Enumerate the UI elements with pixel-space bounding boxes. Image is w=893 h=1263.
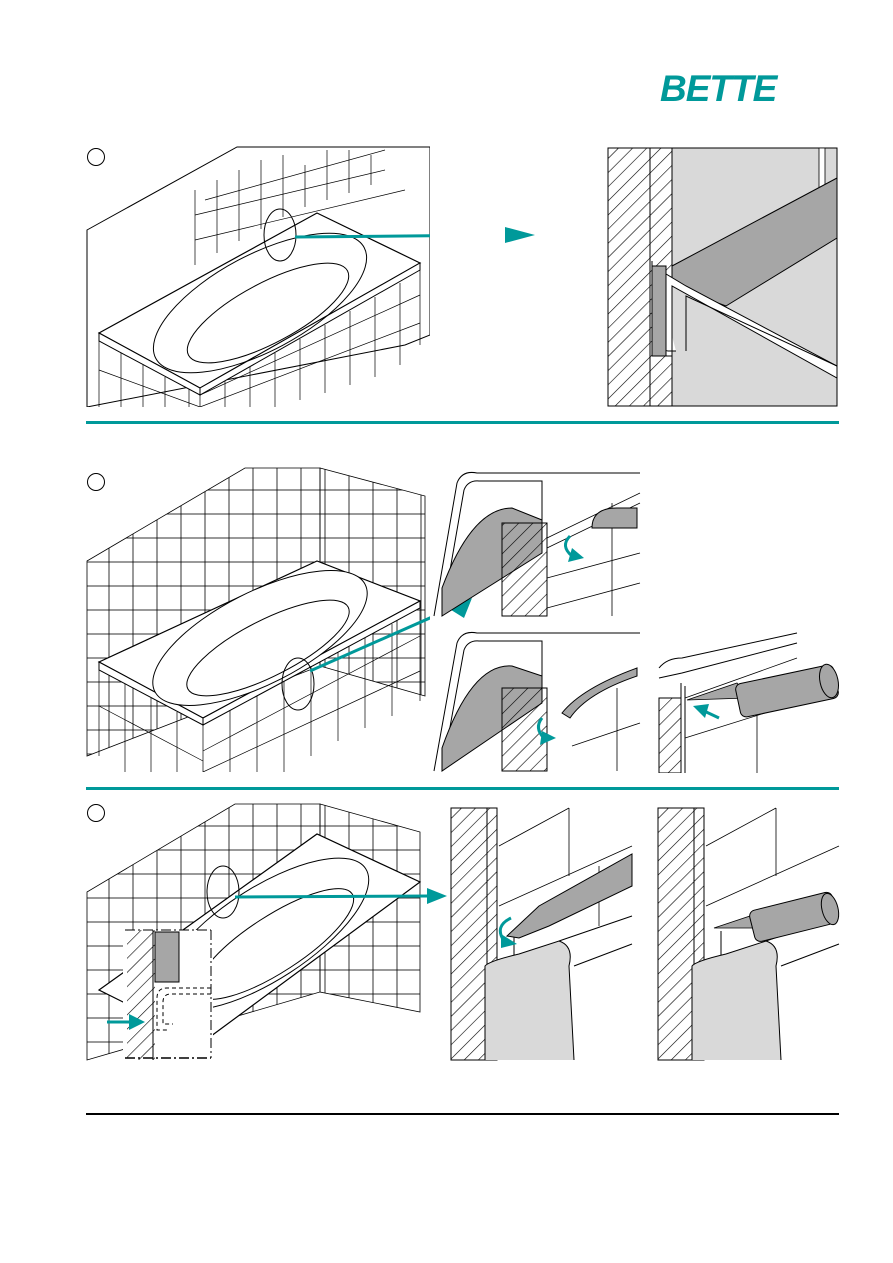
sealing-tape-folded — [432, 628, 642, 773]
sealant-gun-icon — [714, 891, 841, 943]
footer-divider — [86, 1113, 839, 1115]
bette-logo: BETTE — [660, 70, 838, 108]
sealing-tape-applied — [432, 468, 642, 618]
wall-joint-detail-section — [606, 146, 839, 408]
bathtub-overview-tiled-walls — [85, 466, 430, 772]
sealant-gun-icon — [687, 663, 841, 719]
bathtub-overview-with-section-inset — [85, 802, 445, 1062]
bathtub-overview-step1 — [85, 145, 430, 407]
arrow-right-icon — [505, 225, 535, 245]
sealant-gun-applied — [657, 628, 842, 773]
wall-sealant-gun-applied — [656, 806, 841, 1062]
arrow-right-icon — [427, 886, 447, 906]
wall-sealing-tape-applied — [449, 806, 634, 1062]
section-divider-1 — [86, 421, 839, 424]
section-divider-2 — [86, 787, 839, 790]
logo-text: BETTE — [660, 70, 779, 108]
